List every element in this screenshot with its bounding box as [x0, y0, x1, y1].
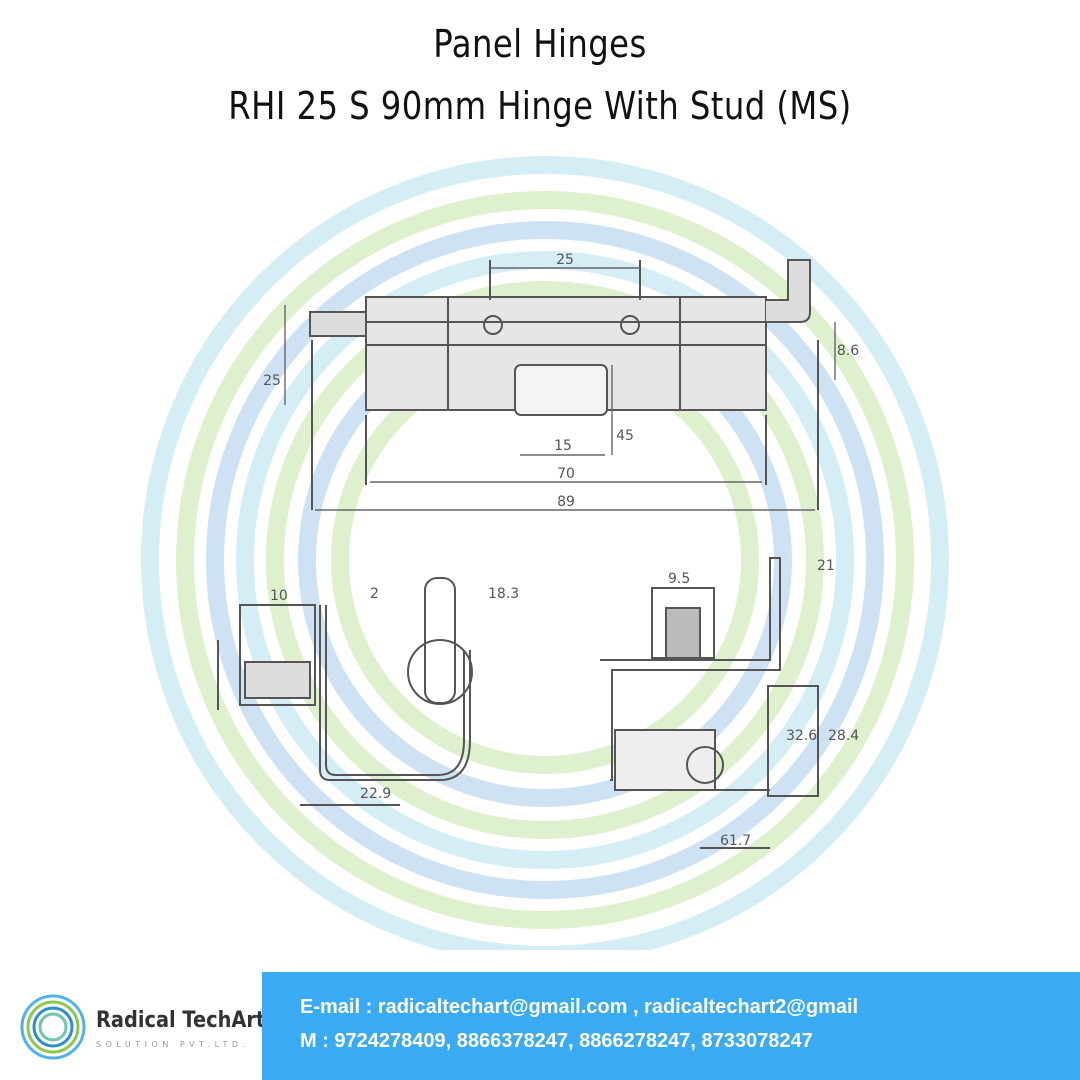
dim-95: 9.5: [668, 571, 690, 587]
dim-86: 8.6: [837, 343, 859, 359]
brand-logo-icon: [20, 994, 86, 1060]
front-view: [309, 259, 819, 510]
email-contact[interactable]: E-mail : radicaltechart@gmail.com , radi…: [300, 996, 859, 1018]
dim-45: 45: [616, 428, 634, 444]
dim-229: 22.9: [360, 786, 391, 802]
dimension-lines: [284, 267, 836, 511]
dim-326: 32.6: [786, 728, 817, 744]
contact-bar: [262, 972, 1080, 1080]
dim-284: 28.4: [828, 728, 859, 744]
dim-89: 89: [557, 494, 575, 510]
dim-183: 18.3: [488, 586, 519, 602]
technical-drawing: 25 15 70 89 45 8.6 25 10 2 22.9 18.3 9.5…: [141, 156, 949, 950]
dim-top-25: 25: [556, 252, 574, 268]
dim-15: 15: [554, 438, 572, 454]
side-view-left: [217, 577, 473, 806]
dim-2: 2: [370, 586, 379, 602]
dim-21: 21: [817, 558, 835, 574]
brand-name: Radical TechArt: [96, 1008, 266, 1033]
dim-70: 70: [557, 466, 575, 482]
product-subtitle: RHI 25 S 90mm Hinge With Stud (MS): [228, 84, 852, 128]
phone-contact[interactable]: M : 9724278409, 8866378247, 8866278247, …: [300, 1030, 813, 1052]
brand-tagline: SOLUTION PVT.LTD.: [96, 1040, 250, 1049]
dim-10: 10: [270, 588, 288, 604]
side-view-right: [600, 557, 819, 849]
page-title: Panel Hinges: [433, 22, 647, 66]
dim-left-25: 25: [263, 373, 281, 389]
dim-617: 61.7: [720, 833, 751, 849]
